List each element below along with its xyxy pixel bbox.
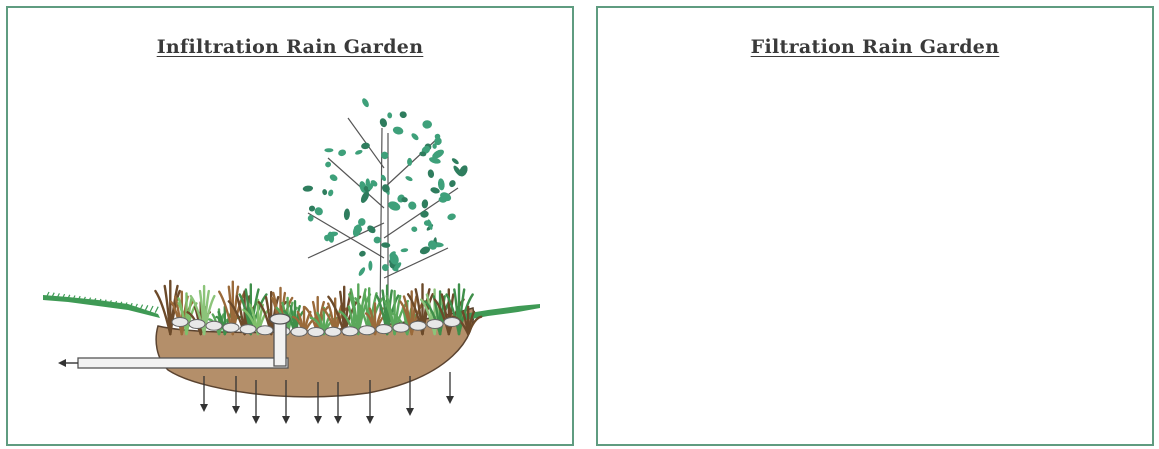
filtration-diagram	[598, 8, 1152, 444]
infiltration-panel: Infiltration Rain Garden	[6, 6, 574, 446]
filtration-panel: Filtration Rain Garden	[596, 6, 1154, 446]
garden-scene	[43, 97, 540, 397]
infiltration-diagram	[8, 8, 572, 444]
